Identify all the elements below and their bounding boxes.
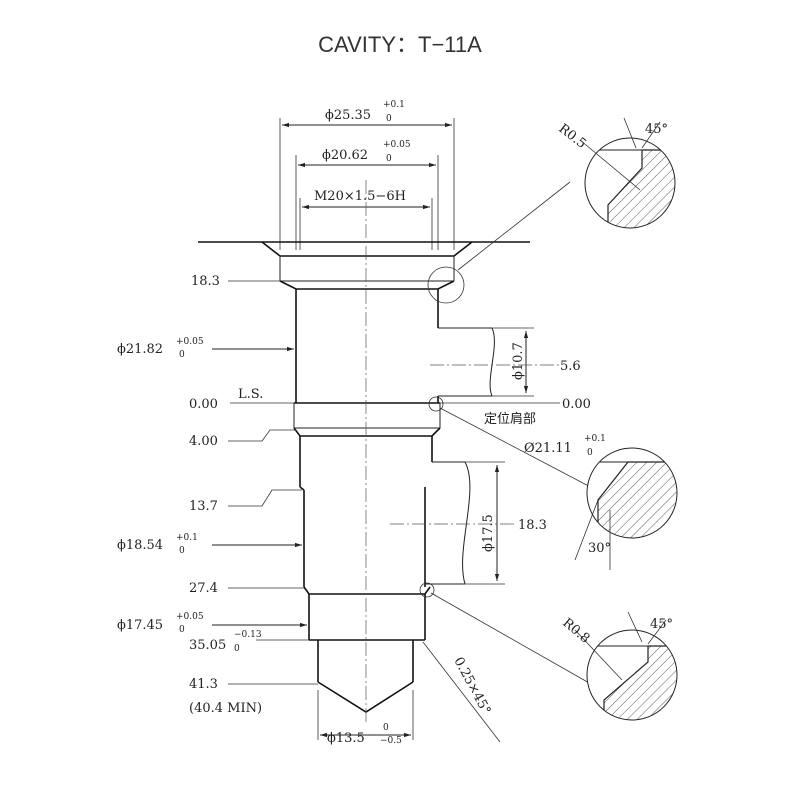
dim-z41-3: 41.3 [189,677,218,692]
dim-d20-62-tol-lo: 0 [386,154,392,164]
dim-d21-82-tol-lo: 0 [179,350,185,360]
dim-d25-35-tol-up: +0.1 [383,100,405,110]
detail-top-angle: 45° [645,122,668,137]
dim-d18-54: ϕ18.54 [117,538,163,553]
dim-port1-pos: 5.6 [560,359,581,374]
bottom-dimensions: ϕ13.5 0 −0.5 [317,690,414,746]
right-dimensions: 0.00 定位肩部 Ø21.11 +0.1 0 0.25×45° [422,397,606,743]
label-shoulder: 定位肩部 [484,411,536,427]
dim-d25-35: ϕ25.35 [325,108,371,123]
label-ls: L.S. [238,387,263,402]
dim-d18-54-tol-up: +0.1 [176,533,198,543]
detail-top-radius: R0.5 [556,121,589,152]
dim-d20-62-tol-up: +0.05 [383,140,411,150]
dim-d25-35-tol-lo: 0 [386,114,392,124]
dim-d13-5-tol-lo: −0.5 [380,736,402,746]
detail-view-bot: R0.8 45° [559,611,678,721]
callout-markers [419,181,601,689]
dim-d21-11: Ø21.11 [524,441,572,456]
dim-d13-5-tol-up: 0 [383,723,389,733]
dim-z0-left: 0.00 [189,397,218,412]
dim-d21-82: ϕ21.82 [117,342,163,357]
dim-z27-4: 27.4 [189,581,218,596]
lower-port: ϕ17.5 18.3 [390,461,547,585]
dim-port1-dia: ϕ10.7 [511,342,526,380]
upper-port: ϕ10.7 5.6 [430,327,581,397]
cavity-profile [198,180,530,725]
dim-z35-05-tol-lo: 0 [234,644,240,654]
dim-d18-54-tol-lo: 0 [179,546,185,556]
dim-d21-11-tol-lo: 0 [587,448,593,458]
detail-view-mid: 30° [574,447,678,570]
dim-d17-45-tol-lo: 0 [179,625,185,635]
dim-d21-11-tol-up: +0.1 [584,434,606,444]
dim-z40-4-min: (40.4 MIN) [189,701,262,716]
dim-z4: 4.00 [189,434,218,449]
page-title: CAVITY：T−11A [318,32,482,57]
detail-view-top: R0.5 45° [556,117,676,229]
dim-z13-7: 13.7 [189,499,218,514]
top-dimensions: ϕ25.35 +0.1 0 ϕ20.62 +0.05 0 M20×1.5−6H [279,100,455,250]
dim-z35-05: 35.05 [189,638,226,653]
dim-d21-82-tol-up: +0.05 [176,337,204,347]
detail-bot-angle: 45° [650,617,673,632]
dim-d13-5: ϕ13.5 [327,731,365,746]
detail-mid-angle: 30° [588,541,611,556]
dim-port2-pos: 18.3 [518,518,547,533]
dim-d20-62: ϕ20.62 [322,148,368,163]
dim-d17-45-tol-up: +0.05 [176,612,204,622]
detail-bot-radius: R0.8 [559,616,592,647]
dim-thread: M20×1.5−6H [314,189,406,204]
dim-port2-dia: ϕ17.5 [481,514,496,552]
dim-d17-45: ϕ17.45 [117,618,163,633]
left-dimensions: 18.3 ϕ21.82 +0.05 0 0.00 L.S. 4.00 13.7 … [117,274,318,716]
dim-z18-3-left: 18.3 [191,274,220,289]
dim-z0-right: 0.00 [562,397,591,412]
dim-z35-05-tol-up: −0.13 [234,630,262,640]
